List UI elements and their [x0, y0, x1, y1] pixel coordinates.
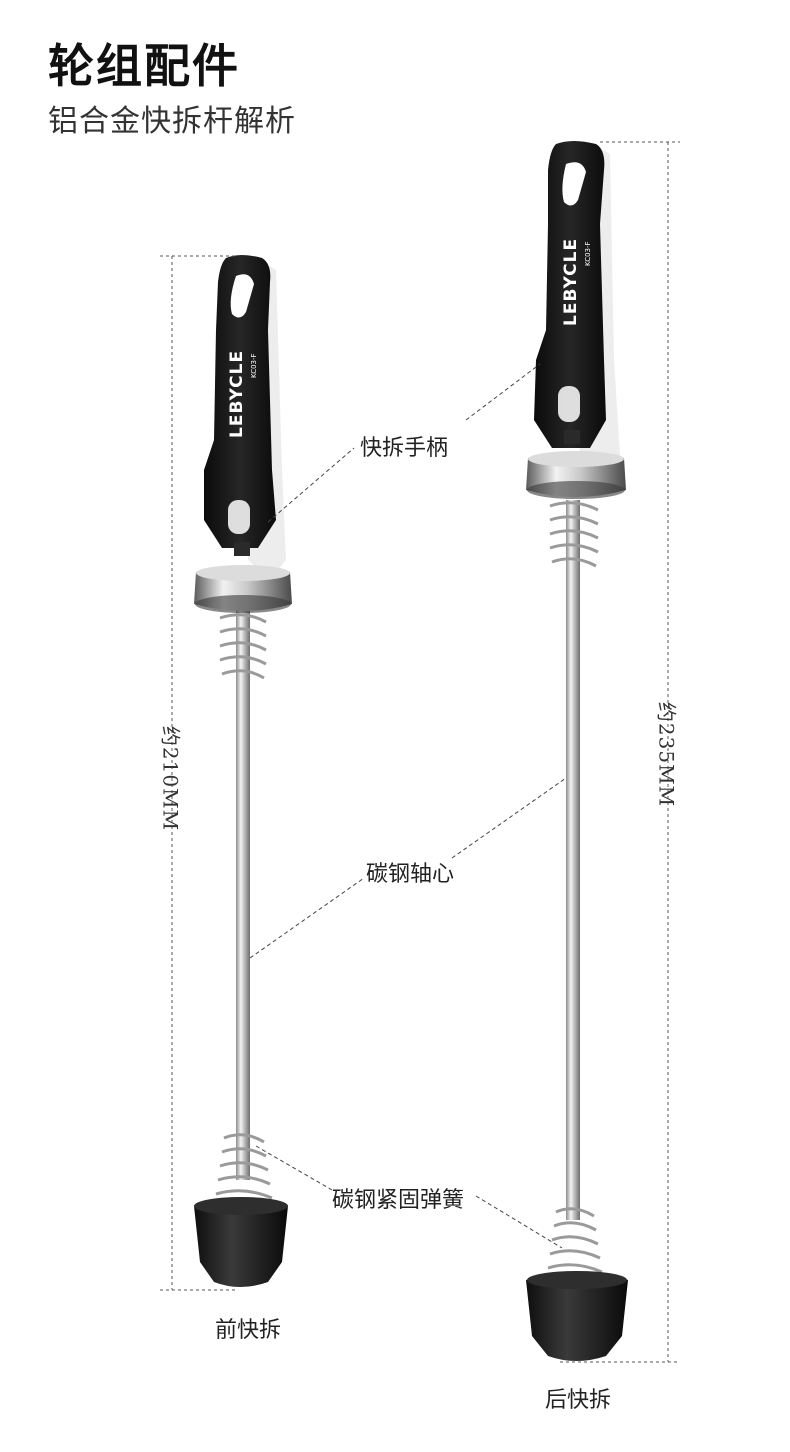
front-model-text: KC03-F	[250, 353, 258, 378]
rear-bottom-spring	[547, 1207, 603, 1274]
page-subtitle: 铝合金快拆杆解析	[48, 104, 296, 139]
page-title: 轮组配件	[48, 39, 240, 93]
rear-quick-release: LEBYCLE KC03-F	[526, 141, 628, 1361]
front-axle-rod	[236, 600, 250, 1180]
rear-logo-text: LEBYCLE	[561, 238, 581, 326]
callout-handle: 快拆手柄	[360, 436, 449, 461]
callout-axle: 碳钢轴心	[366, 862, 455, 887]
dimension-lines	[160, 141, 680, 1363]
rear-handle	[534, 141, 606, 448]
front-length-label: 约210MM	[158, 725, 183, 832]
front-handle	[204, 255, 276, 548]
front-quick-release-label: 前快拆	[215, 1318, 282, 1343]
callout-leaders	[249, 363, 567, 1249]
rear-handle-slot	[562, 162, 586, 206]
rear-length-label: 约235MM	[654, 701, 679, 808]
callout-spring: 碳钢紧固弹簧	[332, 1188, 465, 1213]
rear-quick-release-label: 后快拆	[545, 1388, 612, 1413]
front-bottom-spring	[215, 1133, 273, 1200]
front-quick-release: LEBYCLE KC03-F	[194, 255, 292, 1287]
front-nut	[194, 1200, 288, 1287]
rear-top-spring	[549, 501, 599, 568]
front-logo-text: LEBYCLE	[227, 350, 247, 438]
rear-axle-rod	[566, 500, 580, 1220]
rear-nut	[526, 1273, 628, 1361]
rear-model-text: KC03-F	[584, 241, 592, 266]
front-top-spring	[219, 613, 267, 680]
front-handle-slot	[230, 274, 254, 318]
